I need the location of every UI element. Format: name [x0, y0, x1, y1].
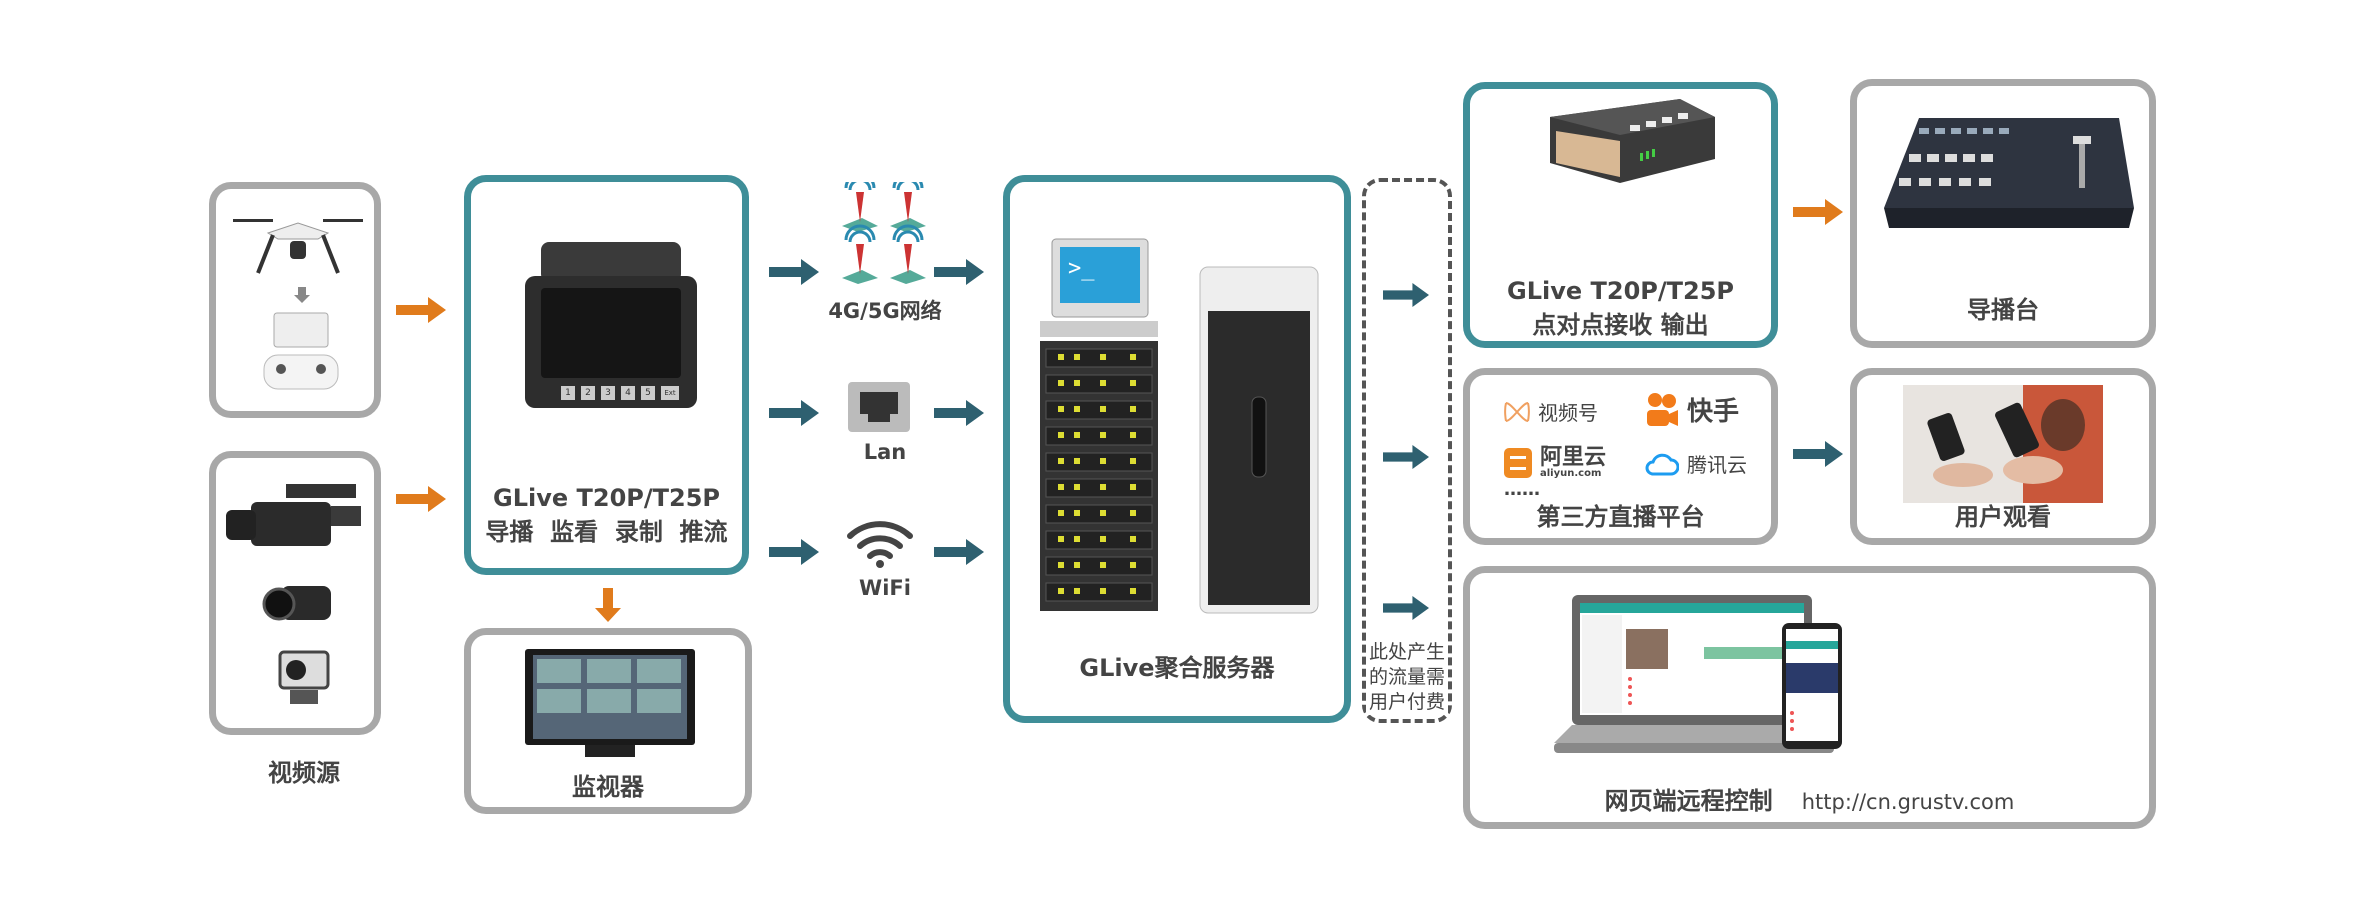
platform-kuaishou: 快手 [1645, 391, 1739, 428]
encoder-key-1: 1 [561, 386, 575, 400]
server-box: >_ GLive聚合服务器 [1003, 175, 1351, 723]
terminal-prompt: >_ [1068, 256, 1095, 281]
camcorder-icon [226, 484, 361, 546]
platform-name: 阿里云 [1540, 445, 1607, 470]
switcher-box: 导播台 [1850, 79, 2156, 348]
kuaishou-logo-icon [1647, 392, 1678, 426]
web-control-caption: 网页端远程控制 http://cn.grustv.com [1470, 781, 2149, 816]
platform-name: 快手 [1687, 397, 1740, 427]
encoder-key-3: 3 [601, 386, 615, 400]
viewers-label: 用户观看 [1955, 503, 2051, 531]
arrow-right-icon [769, 259, 819, 285]
platform-domain: aliyun.com [1540, 468, 1602, 479]
monitor-label: 监视器 [572, 773, 644, 801]
drone-icon [233, 219, 363, 274]
platform-channels: 视频号 [1504, 397, 1598, 426]
smartphone-icon [1782, 623, 1842, 749]
laptop-icon [1554, 595, 1834, 753]
cell-tower-icon [840, 182, 928, 286]
encoder-key-ext: Ext [661, 386, 679, 400]
web-control-url[interactable]: http://cn.grustv.com [1801, 790, 2015, 814]
arrow-right-icon [1383, 282, 1429, 308]
arrow-right-icon [769, 400, 819, 426]
arrow-right-icon [1793, 441, 1843, 467]
network-label-wifi: WiFi [859, 576, 911, 600]
web-control-box: 网页端远程控制 http://cn.grustv.com [1463, 566, 2156, 829]
encoder-key-5: 5 [641, 386, 655, 400]
handycam-icon [262, 586, 331, 621]
receiver-model: GLive T20P/T25P [1507, 277, 1734, 305]
more-platforms: …… [1504, 479, 1540, 500]
arrow-down-icon [294, 287, 310, 303]
arrow-right-icon [396, 297, 446, 323]
aliyun-text: 阿里云 aliyun.com [1540, 447, 1606, 479]
arrow-right-icon [1383, 444, 1429, 470]
traffic-cost-region [1362, 178, 1452, 723]
encoder-key-4: 4 [621, 386, 635, 400]
monitor-box: 监视器 [464, 628, 752, 814]
receiver-box: GLive T20P/T25P 点对点接收 输出 [1463, 82, 1778, 348]
remote-controller-icon [263, 312, 339, 390]
server-label: GLive聚合服务器 [1079, 654, 1275, 682]
action-camera-icon [278, 650, 330, 704]
encoder-device-icon [525, 242, 697, 408]
arrow-right-icon [934, 259, 984, 285]
traffic-cost-note: 此处产生 的流量需 用户付费 [1366, 640, 1448, 715]
encoder-box: 1 2 3 4 5 Ext GLive T20P/T25P 导播 监看 录制 推… [464, 175, 749, 575]
platform-name: 视频号 [1538, 401, 1598, 425]
network-label-cellular: 4G/5G网络 [828, 299, 942, 323]
platform-tencent-cloud: 腾讯云 [1645, 449, 1747, 478]
video-source-label: 视频源 [268, 759, 340, 787]
network-label-lan: Lan [863, 440, 907, 464]
receiver-device-icon [1550, 99, 1715, 183]
video-switcher-icon [1884, 118, 2134, 228]
server-rack-icon: >_ [1040, 238, 1319, 614]
wifi-icon [847, 521, 913, 568]
ethernet-port-icon [848, 382, 910, 432]
arrow-right-icon [1383, 595, 1429, 621]
traffic-note-line: 此处产生 [1368, 641, 1445, 663]
arrow-right-icon [396, 486, 446, 512]
traffic-note-line: 的流量需 [1368, 666, 1445, 688]
platforms-label: 第三方直播平台 [1536, 503, 1705, 531]
web-control-label: 网页端远程控制 [1604, 787, 1773, 815]
aliyun-logo-icon [1504, 448, 1532, 478]
viewers-box: 用户观看 [1850, 368, 2156, 545]
video-source-drone-box [209, 182, 381, 418]
arrow-right-icon [934, 539, 984, 565]
arrow-down-icon [595, 588, 621, 622]
users-watching-photo [1903, 385, 2103, 503]
encoder-model: GLive T20P/T25P [493, 484, 720, 512]
encoder-keys: 1 2 3 4 5 Ext [561, 386, 679, 400]
switcher-label: 导播台 [1967, 296, 2039, 324]
arrow-right-icon [934, 400, 984, 426]
platform-name: 腾讯云 [1687, 453, 1747, 477]
monitor-icon [525, 649, 695, 757]
encoder-key-2: 2 [581, 386, 595, 400]
traffic-note-line: 用户付费 [1368, 691, 1445, 713]
arrow-right-icon [1793, 199, 1843, 225]
video-source-cameras-box [209, 451, 381, 735]
platforms-box: 视频号 快手 阿里云 aliyun.com 腾讯云 …… 第三方直播平台 [1463, 368, 1778, 545]
arrow-right-icon [769, 539, 819, 565]
tencent-cloud-logo-icon [1645, 453, 1679, 475]
platform-aliyun: 阿里云 aliyun.com [1504, 447, 1606, 479]
encoder-functions: 导播 监看 录制 推流 [485, 518, 728, 546]
receiver-function: 点对点接收 输出 [1532, 311, 1709, 339]
channels-logo-icon [1504, 401, 1530, 422]
